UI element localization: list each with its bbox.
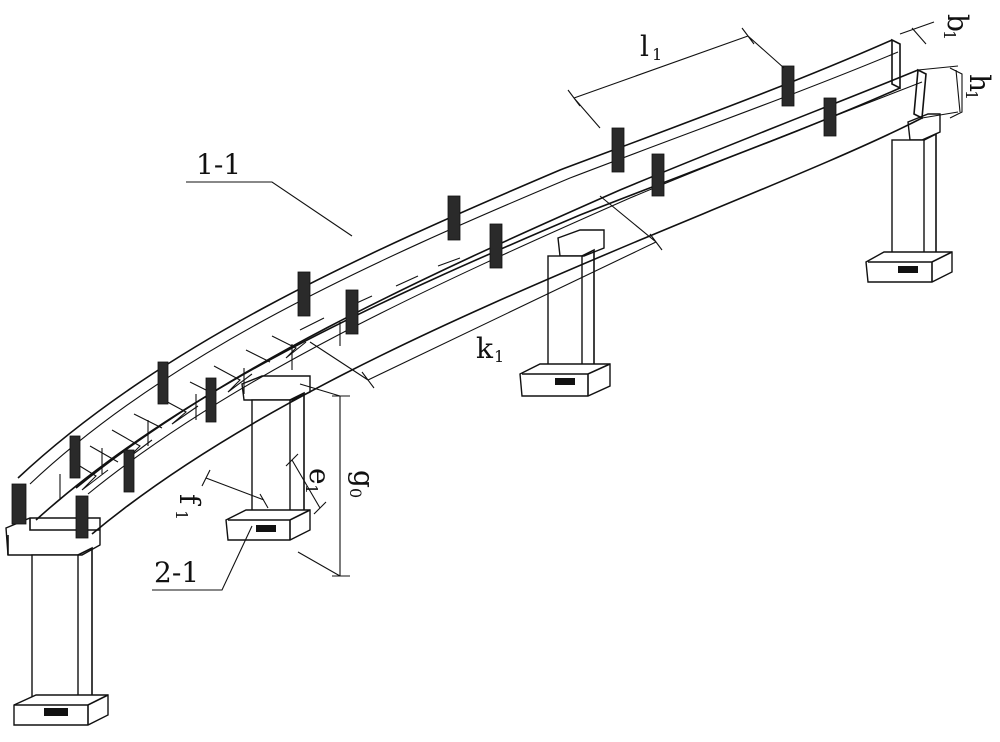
label-pier: 2-1	[154, 556, 199, 589]
label-pier-width: f	[173, 494, 206, 507]
splice-back-1	[11, 483, 27, 525]
label-span: k	[476, 332, 494, 365]
label-height-sub: 1	[962, 90, 981, 100]
label-span-sub: 1	[494, 347, 504, 366]
splice-back-5	[447, 195, 461, 241]
splice-front-4	[345, 289, 359, 335]
label-girder: 1-1	[196, 148, 241, 181]
pier-middle-front	[225, 375, 311, 541]
splice-front-2	[123, 449, 135, 493]
label-pier-offset: e	[303, 468, 336, 485]
splice-back-4	[297, 271, 311, 317]
girder-back	[17, 38, 901, 521]
splice-front-5	[489, 223, 503, 269]
splice-front-6	[651, 153, 665, 197]
label-pier-offset-sub: 1	[302, 484, 321, 494]
label-height: h	[963, 74, 996, 92]
label-pier-height-sub: 0	[346, 488, 365, 498]
label-pier-width-sub: 1	[172, 510, 191, 520]
pier-right	[865, 113, 953, 283]
girder-front	[75, 68, 927, 535]
label-segment-length: l	[640, 30, 649, 63]
leader-pier	[152, 525, 253, 591]
pier-left	[5, 517, 109, 726]
splice-back-2	[69, 435, 81, 479]
label-pier-height: g	[347, 470, 380, 488]
label-width-sub: 1	[940, 30, 959, 40]
splice-back-7	[781, 65, 795, 107]
splice-front-1	[75, 495, 89, 539]
dimension-lines	[201, 21, 963, 577]
splice-back-6	[611, 127, 625, 173]
label-width: b	[941, 14, 974, 32]
splice-connectors	[11, 65, 837, 539]
splice-back-3	[157, 361, 169, 405]
splice-front-7	[823, 97, 837, 137]
label-segment-length-sub: 1	[652, 45, 662, 64]
leader-girder	[186, 181, 353, 237]
pier-middle-back	[519, 229, 611, 397]
splice-front-3	[205, 377, 217, 423]
